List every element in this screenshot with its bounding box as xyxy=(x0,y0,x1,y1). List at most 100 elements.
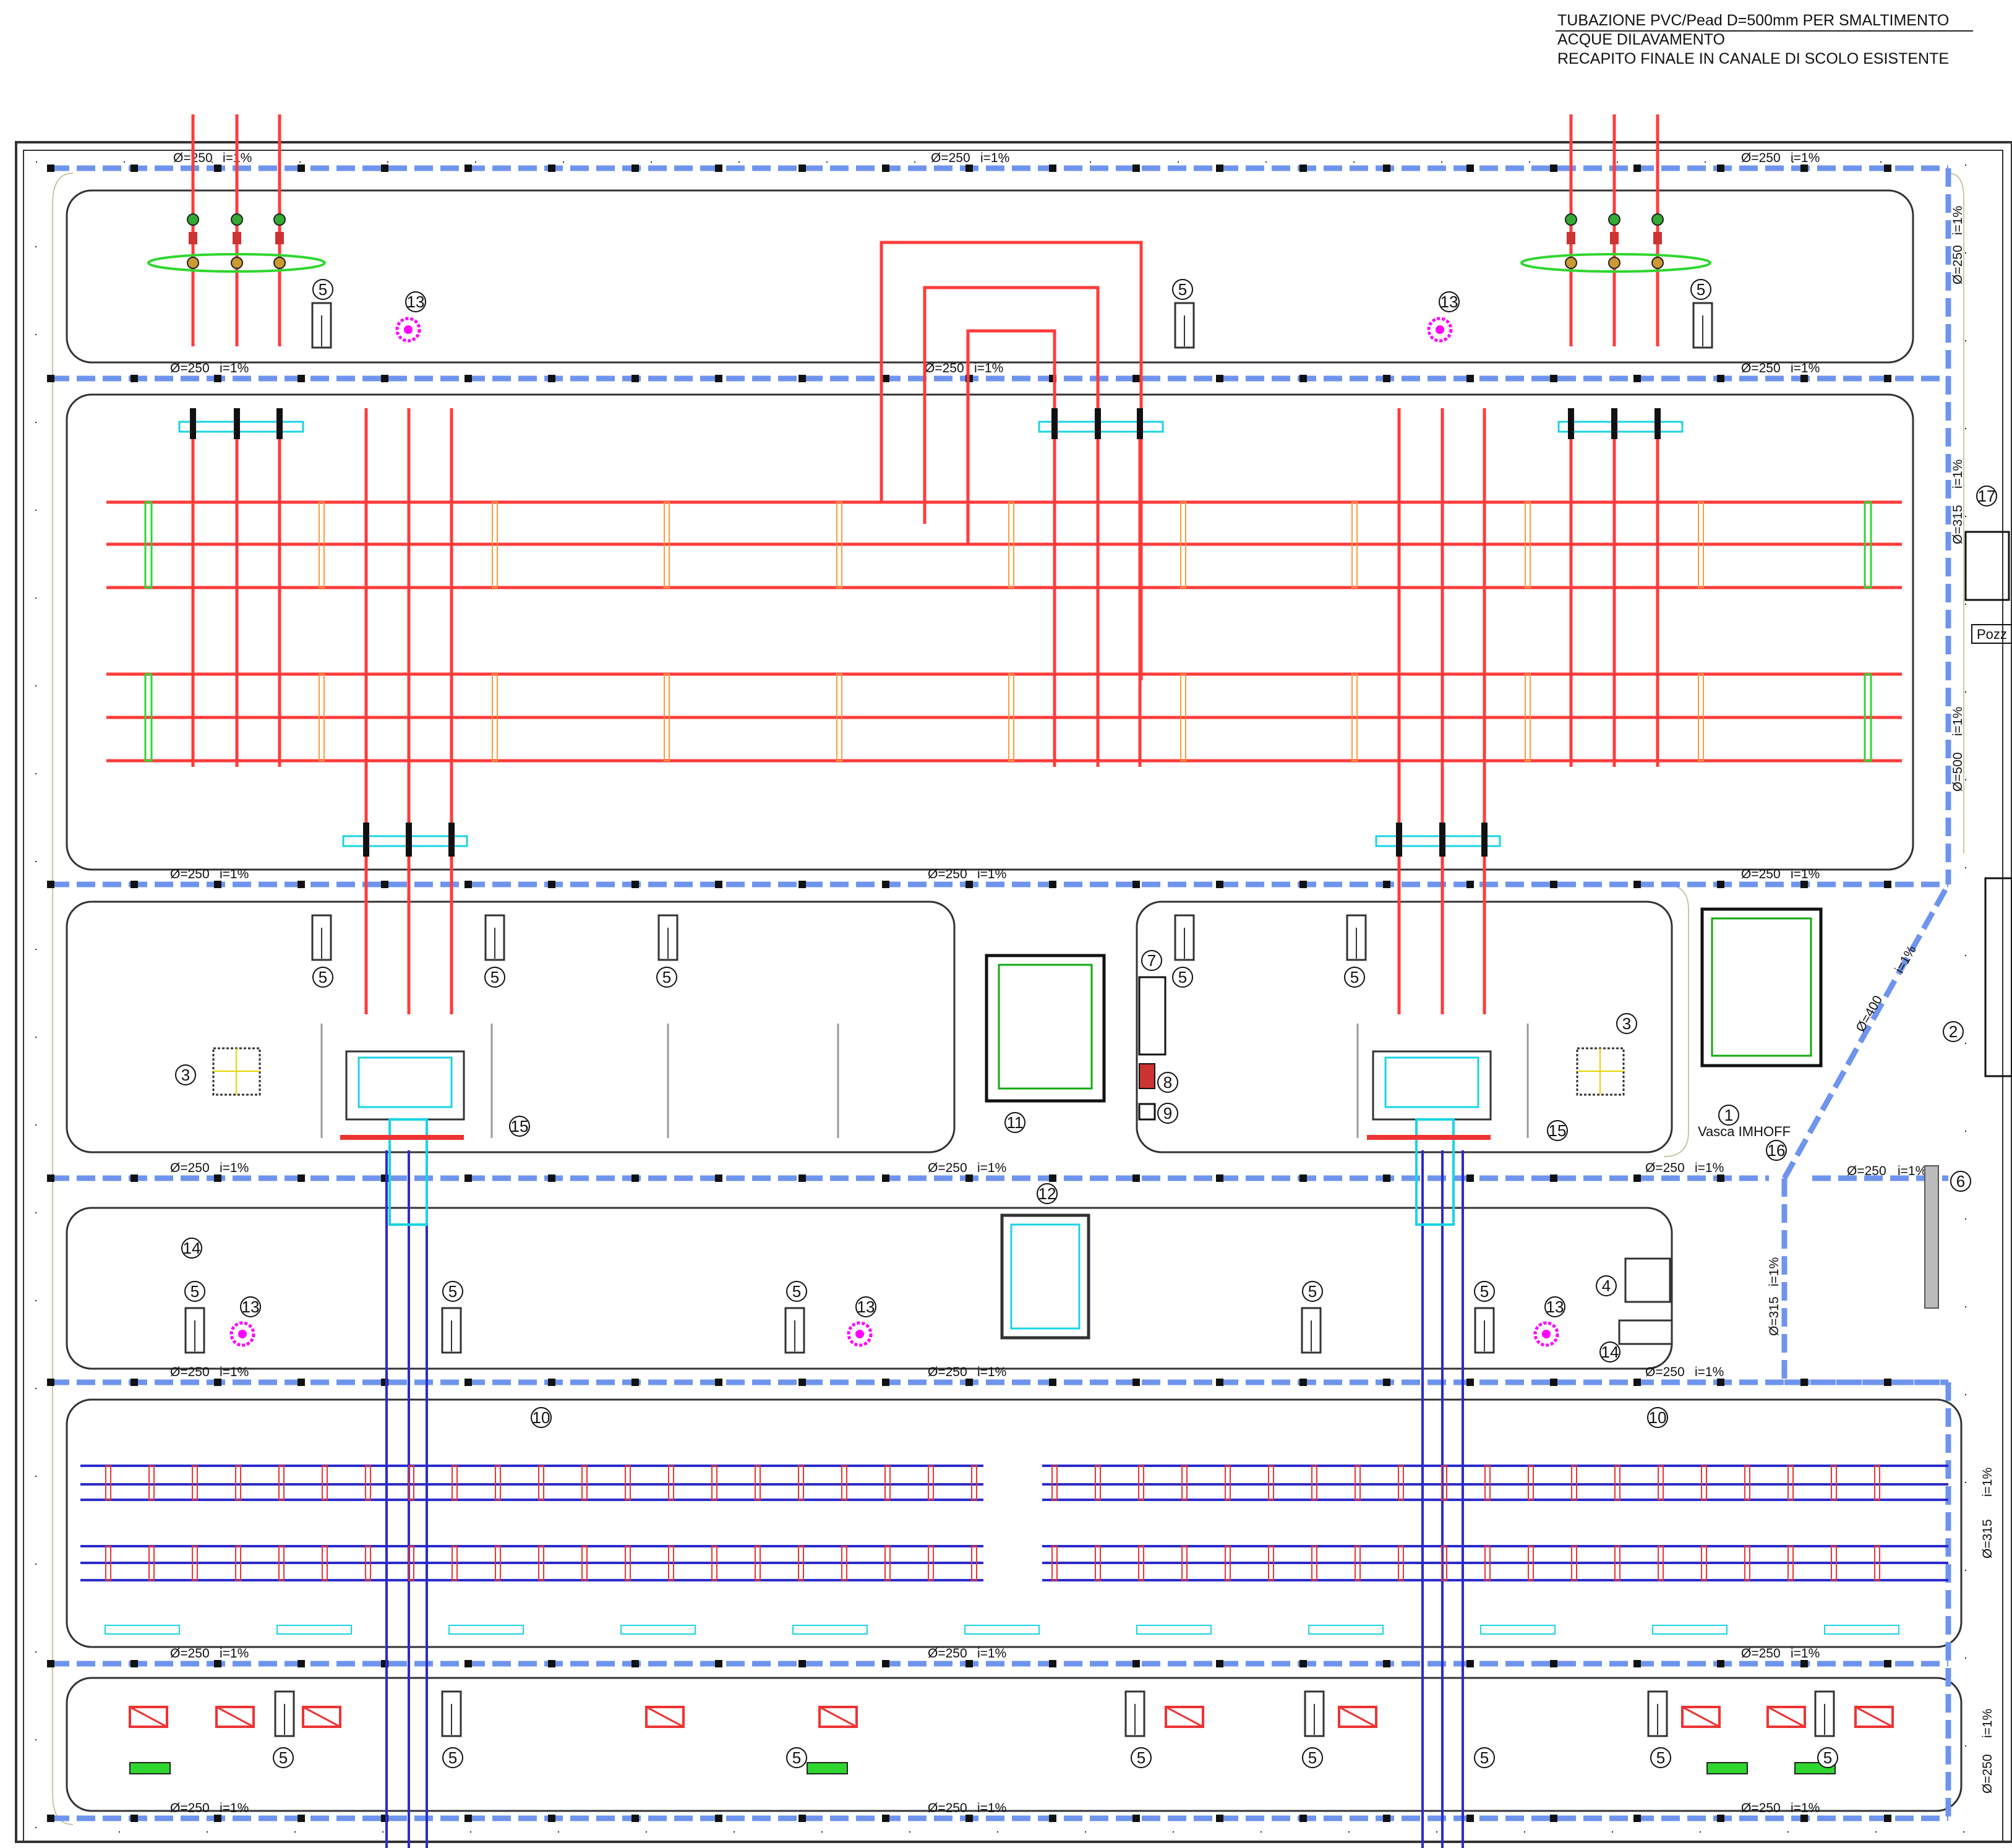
marker-5: 5 xyxy=(1308,1282,1317,1301)
pipe-slope-label: i=1% xyxy=(1951,206,1965,235)
inverter-cabinet xyxy=(1346,914,1367,961)
inverter-cable-duct xyxy=(1415,1118,1455,1226)
water-bracket xyxy=(1441,1546,1447,1581)
storm-manhole xyxy=(1049,165,1056,172)
combiner-box xyxy=(1375,835,1501,847)
water-bracket xyxy=(1658,1465,1664,1500)
marker-1: 1 xyxy=(1724,1106,1733,1124)
marker-5-ring xyxy=(442,1747,463,1768)
light-pole-center xyxy=(1436,325,1444,334)
marker-5: 5 xyxy=(792,1748,801,1767)
water-bracket xyxy=(148,1465,155,1500)
string-bracket xyxy=(319,502,325,588)
inverter-cabinet xyxy=(1174,302,1195,349)
marker-5: 5 xyxy=(1137,1748,1145,1767)
inverter-cabinet xyxy=(311,914,332,961)
fuse-holder xyxy=(1611,408,1617,439)
string-inverter-cross xyxy=(819,1706,857,1728)
inverter-cabinet xyxy=(1124,1690,1145,1737)
water-bracket xyxy=(1311,1465,1317,1500)
water-bracket xyxy=(1181,1546,1188,1581)
marker-5: 5 xyxy=(448,1282,457,1301)
storm-manhole xyxy=(47,881,54,888)
string-inverter xyxy=(302,1706,341,1728)
storm-manhole xyxy=(1299,1660,1307,1667)
water-bracket xyxy=(1701,1546,1707,1581)
storm-manhole xyxy=(882,375,889,382)
office-building xyxy=(1700,907,1823,1067)
storm-manhole xyxy=(1884,881,1891,888)
pipe-diameter-label: Ø=250 xyxy=(928,1365,967,1379)
storm-manhole xyxy=(47,1174,54,1182)
storm-manhole xyxy=(882,1815,889,1822)
pipe-slope-label: i=1% xyxy=(220,1646,249,1661)
storm-manhole xyxy=(1633,1174,1641,1182)
string-inverter xyxy=(1338,1706,1377,1728)
storm-manhole xyxy=(882,1660,889,1667)
marker-5-ring xyxy=(1172,967,1193,988)
water-bracket xyxy=(322,1546,328,1581)
water-bracket xyxy=(1614,1465,1620,1500)
valve-symbol xyxy=(187,257,199,269)
pipe-diameter-label: Ø=250 xyxy=(928,867,967,881)
marker-5-ring xyxy=(273,1747,294,1768)
fuse-holder xyxy=(1095,408,1101,439)
marker-5: 5 xyxy=(1656,1748,1665,1767)
water-bracket xyxy=(1484,1546,1491,1581)
marker-7-ring xyxy=(1141,950,1162,971)
marker-5-ring xyxy=(786,1281,807,1302)
pipe-slope-label: i=1% xyxy=(977,1801,1006,1815)
water-bracket xyxy=(1398,1465,1404,1500)
fuse-holder xyxy=(190,408,196,439)
valve-symbol xyxy=(231,213,243,226)
pipe-note-line-1: TUBAZIONE PVC/Pead D=500mm PER SMALTIMEN… xyxy=(1557,12,1950,29)
storm-manhole xyxy=(298,1815,305,1822)
marker-4-ring xyxy=(1596,1275,1617,1296)
storm-manhole xyxy=(1132,165,1140,172)
valve-symbol xyxy=(273,257,286,269)
string-bracket xyxy=(664,674,670,761)
pipe-diameter-label: Ø=250 xyxy=(170,1161,210,1175)
water-bracket xyxy=(841,1465,847,1500)
valve-body xyxy=(189,232,197,244)
water-bracket xyxy=(711,1546,717,1581)
storm-manhole xyxy=(715,165,722,172)
storm-manhole xyxy=(1633,881,1641,888)
storm-manhole xyxy=(1717,165,1724,172)
water-bracket xyxy=(452,1546,458,1581)
storm-manhole xyxy=(1800,165,1808,172)
pipe-note-line-2: ACQUE DILAVAMENTO xyxy=(1557,31,1725,48)
water-bracket xyxy=(1744,1465,1750,1500)
storm-manhole xyxy=(1550,881,1557,888)
marker-5-ring xyxy=(1690,279,1711,300)
marker-15-ring xyxy=(509,1116,530,1137)
storm-manhole xyxy=(381,165,388,172)
valve-symbol xyxy=(1651,213,1664,226)
pipe-slope-label: i=1% xyxy=(220,867,249,881)
storm-manhole xyxy=(798,1815,806,1822)
marker-1-ring xyxy=(1718,1105,1739,1126)
string-bracket xyxy=(836,674,842,761)
storm-manhole xyxy=(631,1174,639,1182)
inverter-cabinet xyxy=(274,1690,295,1737)
pipe-slope-label: i=1% xyxy=(1951,707,1965,736)
pipe-diameter-label: Ø=250 xyxy=(170,1365,210,1379)
storm-manhole xyxy=(631,1660,639,1667)
storm-manhole xyxy=(214,881,221,888)
storm-manhole xyxy=(882,881,889,888)
pipe-slope-label: i=1% xyxy=(1791,867,1820,881)
pipe-slope-label: i=1% xyxy=(1791,151,1820,165)
water-bracket xyxy=(1355,1546,1361,1581)
pipe-diameter-label: Ø=250 xyxy=(928,1801,967,1815)
light-pole-symbol xyxy=(1427,317,1453,343)
marker-5-ring xyxy=(312,967,333,988)
water-bracket xyxy=(1528,1546,1534,1581)
marker-5: 5 xyxy=(1308,1748,1317,1767)
marker-5-ring xyxy=(1474,1747,1495,1768)
storm-manhole xyxy=(1884,1660,1891,1667)
light-pole-symbol xyxy=(395,317,421,343)
storm-manhole xyxy=(1383,1815,1390,1822)
storm-manhole xyxy=(548,1174,555,1182)
storm-manhole xyxy=(1633,165,1641,172)
water-bracket xyxy=(1484,1465,1491,1500)
